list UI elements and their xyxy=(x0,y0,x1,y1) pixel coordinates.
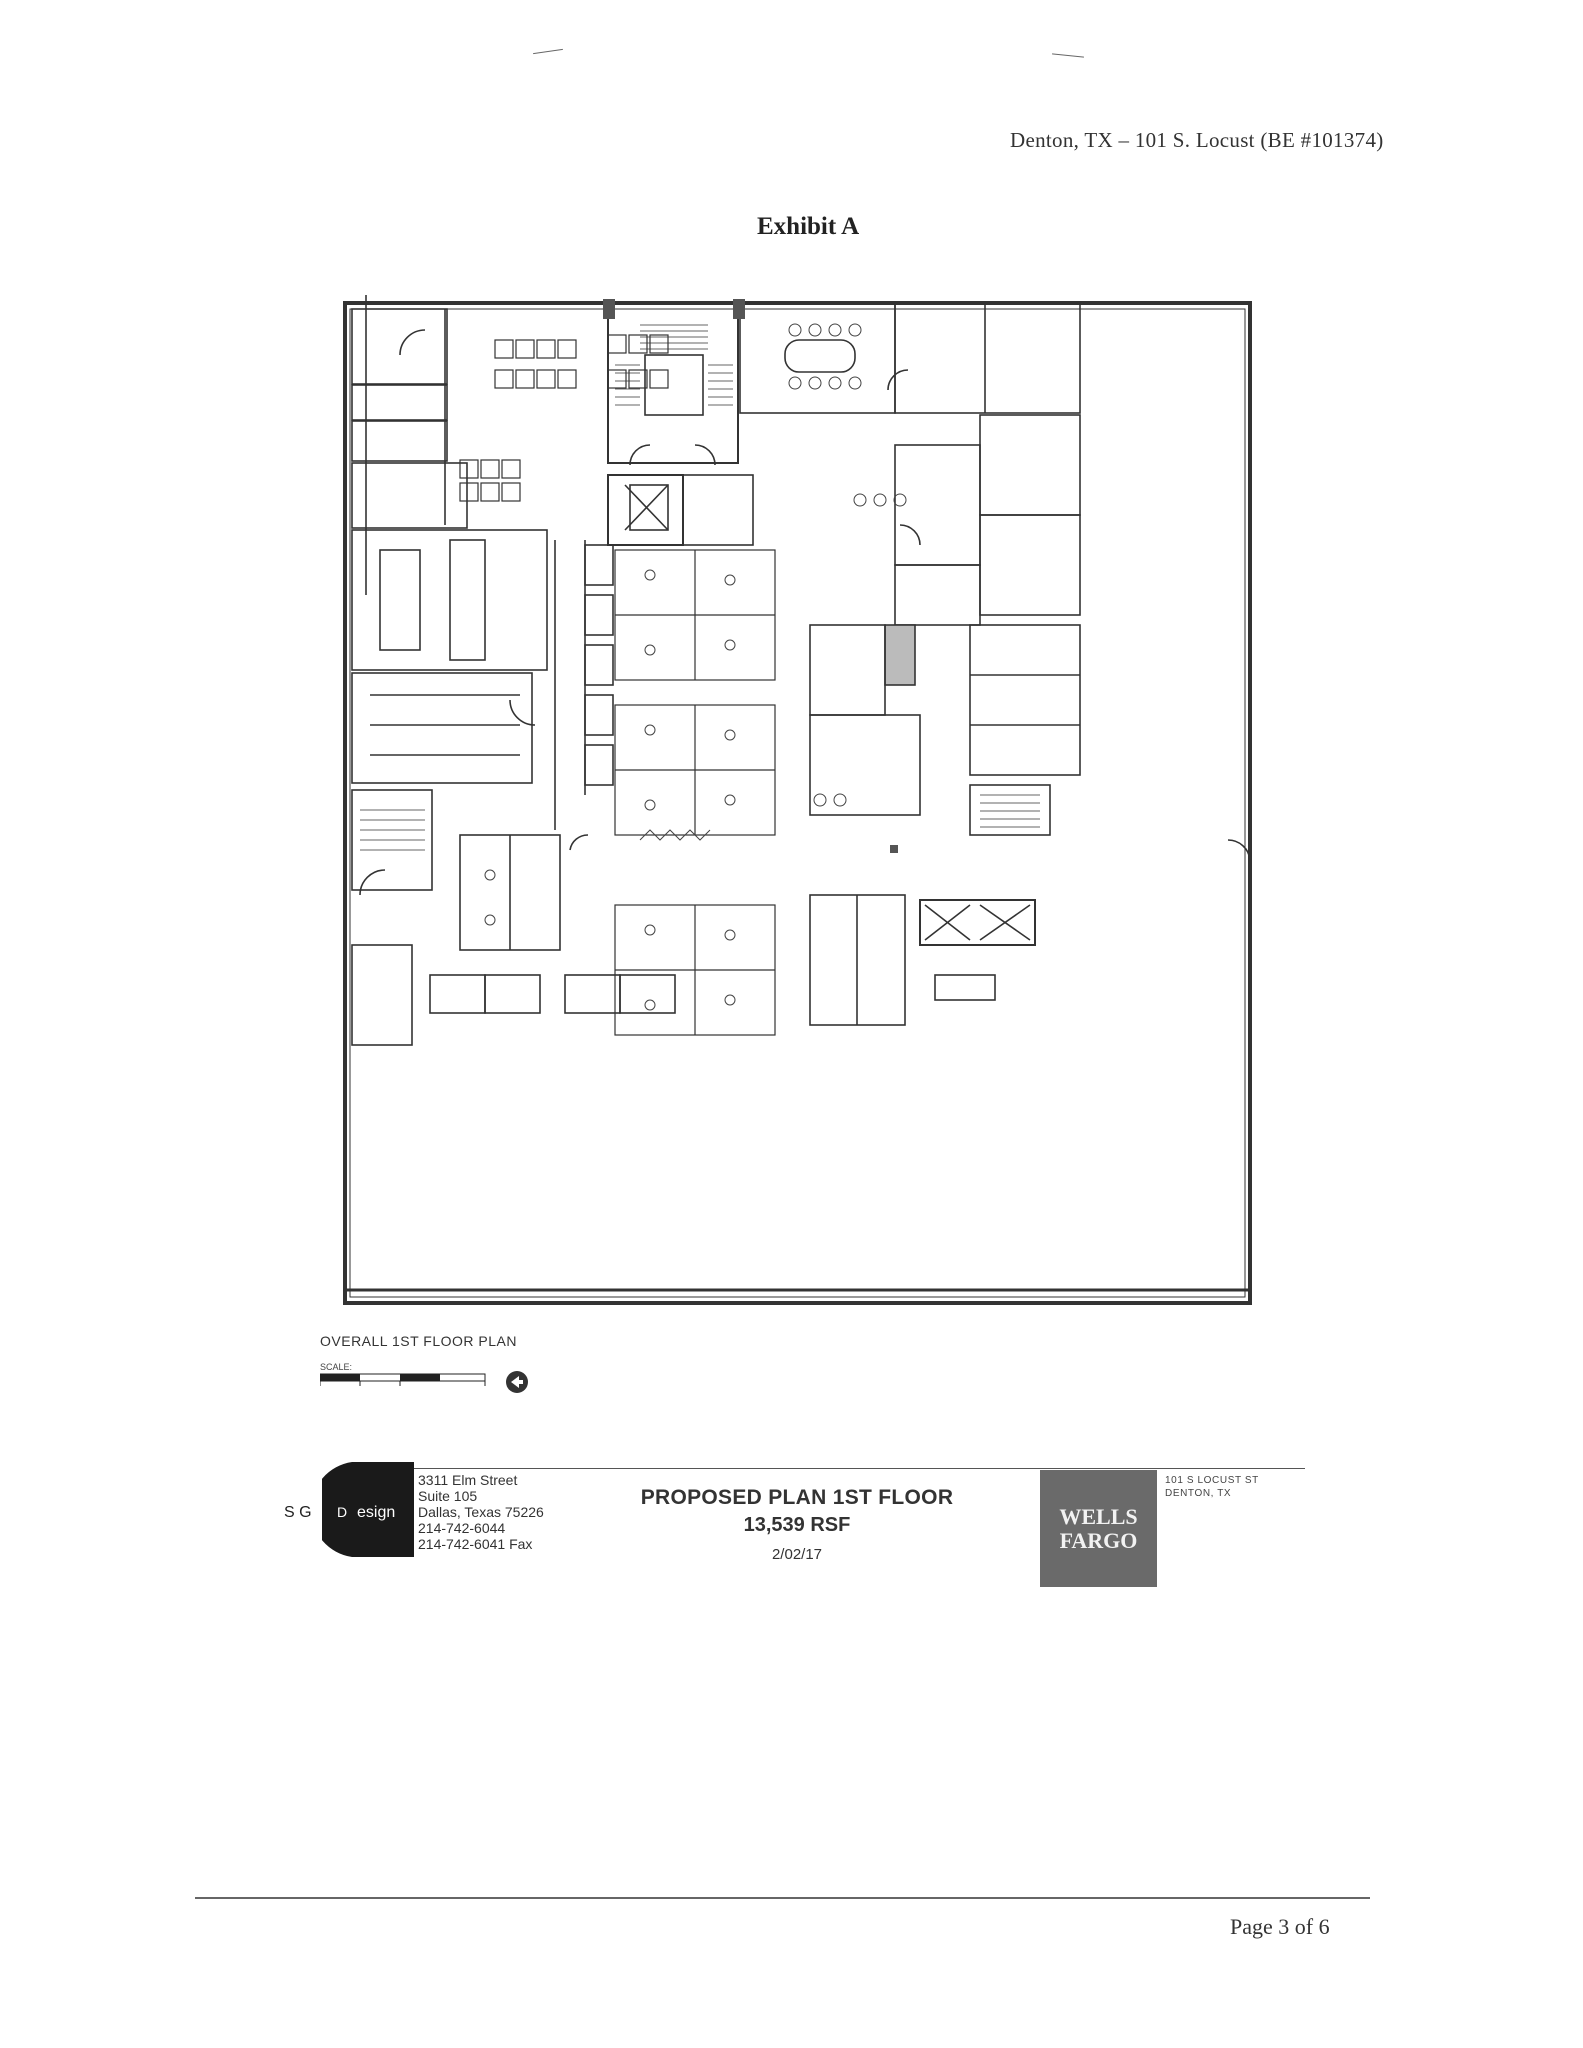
plan-date: 2/02/17 xyxy=(771,1546,823,1563)
document-reference: Denton, TX – 101 S. Locust (BE #101374) xyxy=(1010,128,1384,152)
plan-rsf: 13,539 RSF xyxy=(743,1514,851,1536)
plan-caption: OVERALL 1ST FLOOR PLAN xyxy=(320,1333,517,1349)
wells-fargo-logo-line: WELLS xyxy=(1059,1504,1138,1529)
scan-mark xyxy=(1052,53,1084,58)
scale-label: SCALE: xyxy=(320,1362,353,1372)
site-address: 101 S LOCUST ST DENTON, TX xyxy=(1165,1474,1259,1500)
scan-mark xyxy=(533,48,563,55)
address-line: Dallas, Texas 75226 xyxy=(418,1504,544,1520)
address-line: Suite 105 xyxy=(418,1488,478,1504)
title-block-rule xyxy=(410,1468,1305,1469)
wells-fargo-logo: WELLS FARGO xyxy=(1040,1470,1157,1587)
footer-rule xyxy=(195,1897,1370,1899)
address-line: 214-742-6044 xyxy=(418,1520,506,1536)
exhibit-title: Exhibit A xyxy=(757,213,860,240)
site-address-line: DENTON, TX xyxy=(1165,1488,1232,1499)
scale-bar xyxy=(320,1373,486,1386)
floor-plan-drawing xyxy=(343,295,1252,1305)
svg-text:D: D xyxy=(337,1504,347,1520)
north-arrow-icon xyxy=(506,1371,528,1393)
plan-title: PROPOSED PLAN 1ST FLOOR xyxy=(640,1486,954,1509)
sg-logo-text: S G xyxy=(284,1504,312,1521)
firm-address: 3311 Elm Street Suite 105 Dallas, Texas … xyxy=(418,1472,544,1552)
site-address-line: 101 S LOCUST ST xyxy=(1165,1475,1259,1486)
address-line: 214-742-6041 Fax xyxy=(418,1536,533,1552)
wells-fargo-logo-line: FARGO xyxy=(1059,1528,1138,1553)
svg-text:esign: esign xyxy=(357,1504,395,1521)
sg-design-logo: S G D esign xyxy=(284,1462,414,1557)
address-line: 3311 Elm Street xyxy=(418,1472,518,1488)
page-number: Page 3 of 6 xyxy=(1230,1914,1330,1939)
